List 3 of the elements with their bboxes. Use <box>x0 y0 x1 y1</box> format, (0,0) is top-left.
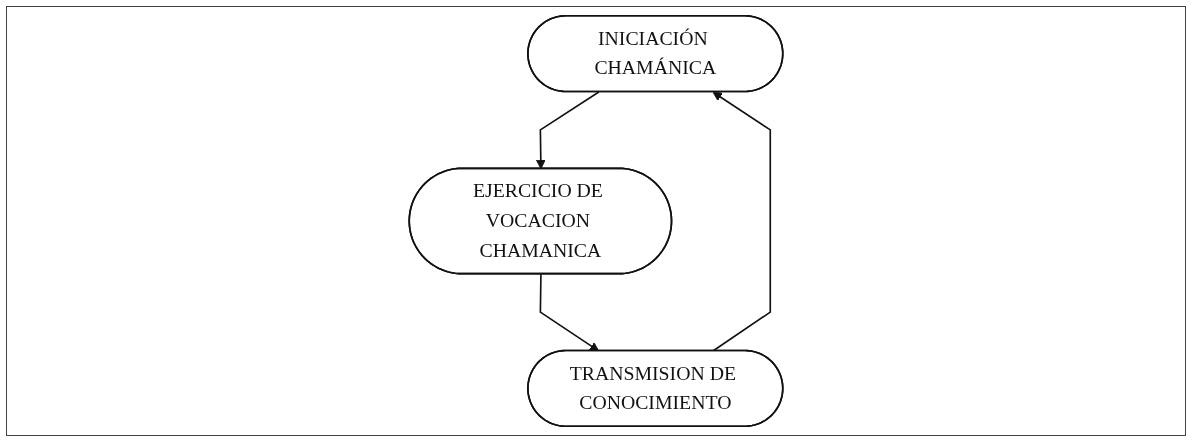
arrow <box>539 273 600 352</box>
arrow <box>535 91 600 170</box>
arrow <box>712 91 772 352</box>
